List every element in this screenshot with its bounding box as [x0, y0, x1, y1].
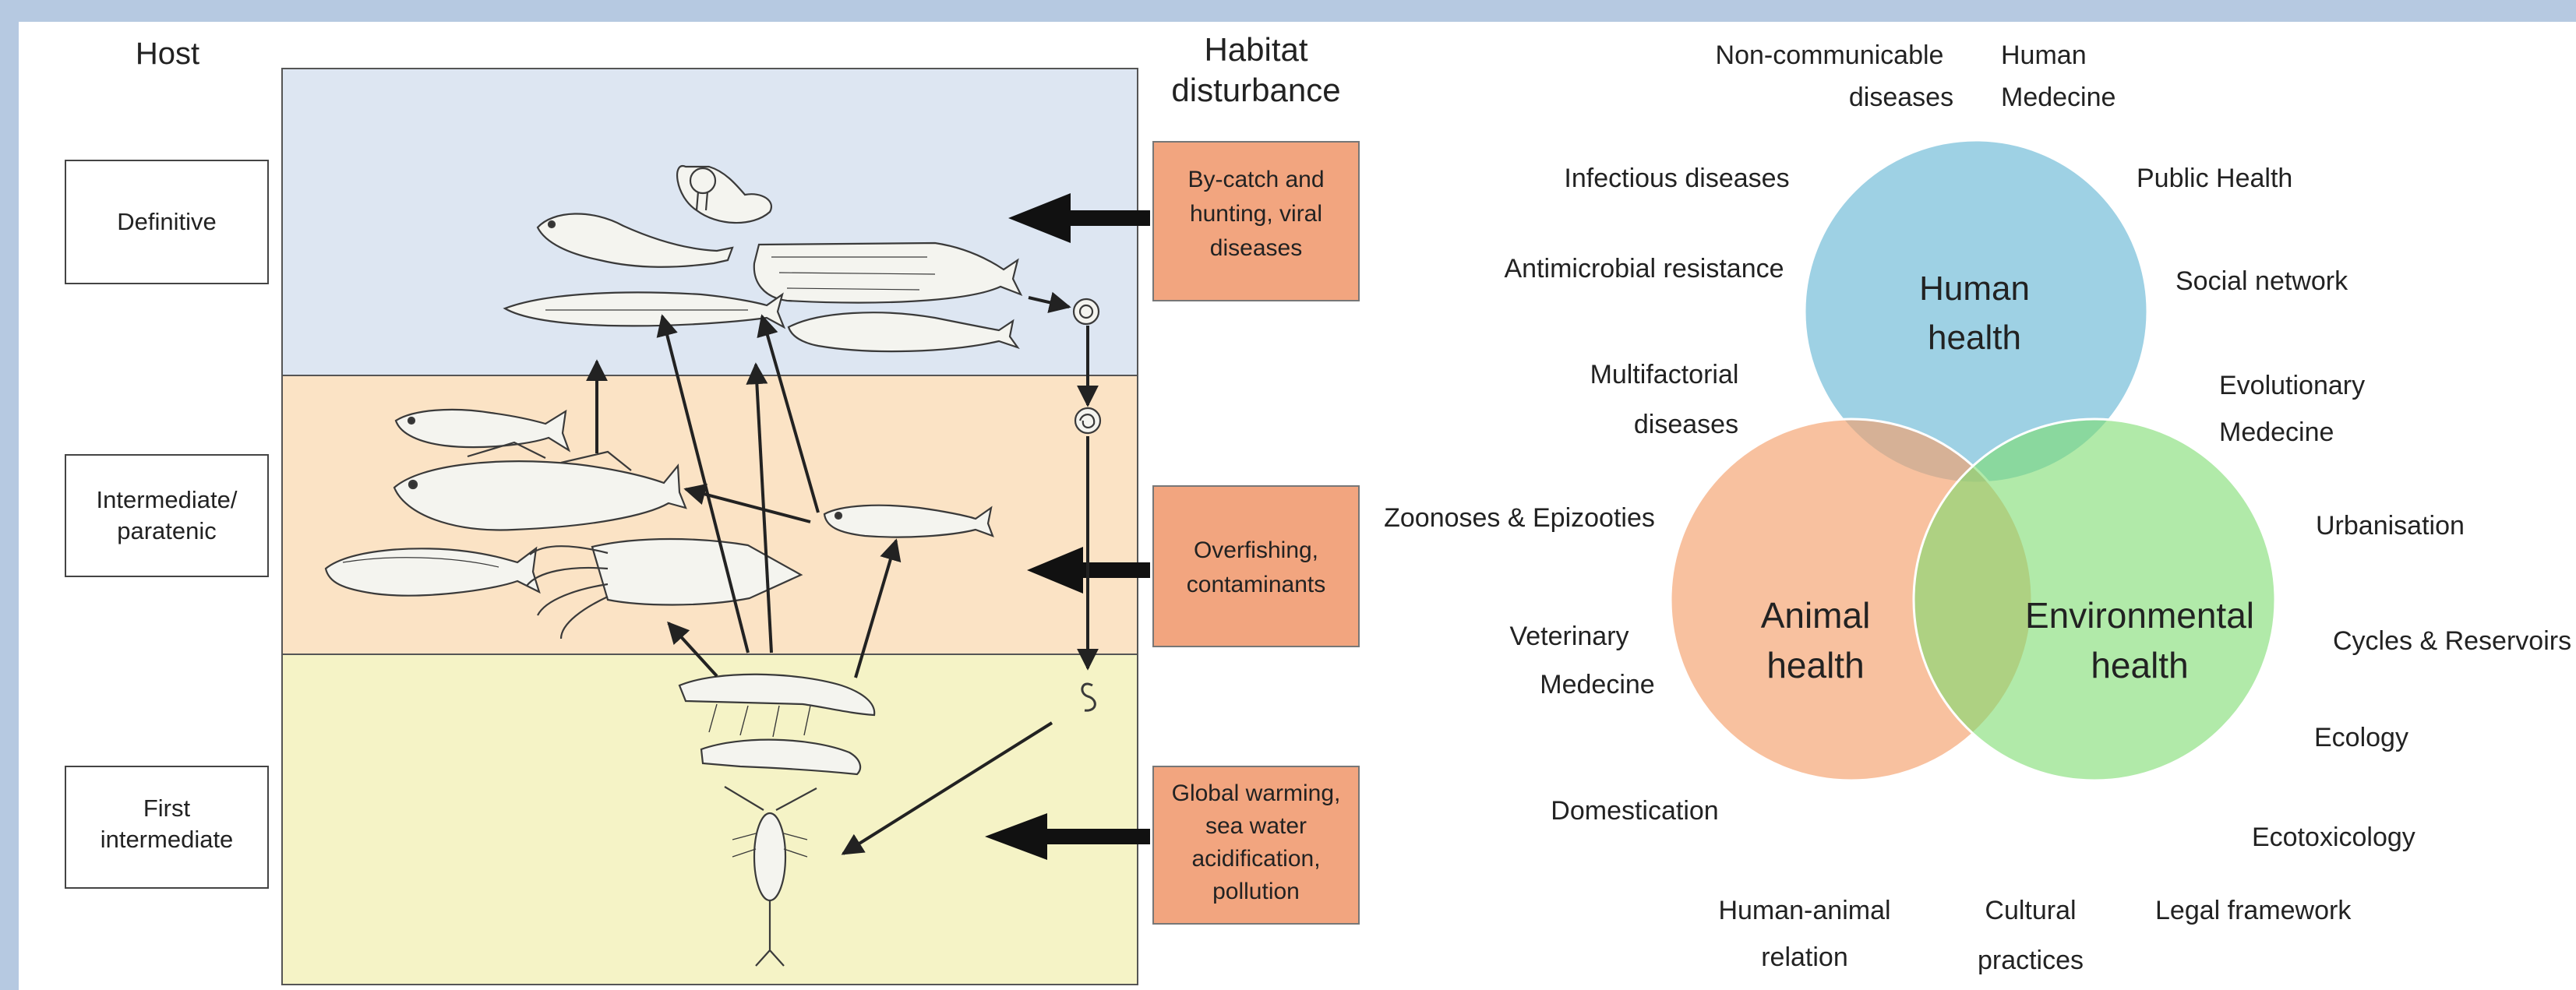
label-veterinary-line-2: Medecine	[1540, 670, 1654, 699]
host-intermediate-line-2: paratenic	[117, 517, 217, 544]
disturbance-bottom-line-4: pollution	[1212, 879, 1300, 904]
disturbance-middle-line-2: contaminants	[1187, 572, 1325, 597]
label-human-medicine-line-1: Human	[2001, 41, 2087, 70]
label-infectious-diseases: Infectious diseases	[1564, 164, 1789, 193]
disturbance-box-middle: Overfishing, contaminants	[1153, 486, 1359, 646]
label-human-medicine-line-2: Medecine	[2001, 83, 2115, 112]
label-cultural-line-2: practices	[1978, 946, 2084, 975]
human-health-line-2: health	[1928, 319, 2021, 357]
label-veterinary-line-1: Veterinary	[1509, 622, 1629, 651]
label-ecology: Ecology	[2314, 723, 2408, 752]
label-evolutionary-line-2: Medecine	[2219, 417, 2334, 447]
label-urbanisation: Urbanisation	[2316, 511, 2465, 541]
label-noncommunicable-line-1: Non-communicable	[1716, 41, 1944, 70]
habitat-heading-line-1: Habitat	[1204, 31, 1307, 68]
host-first-line-1: First	[143, 794, 191, 822]
label-public-health: Public Health	[2137, 164, 2292, 193]
label-domestication: Domestication	[1551, 796, 1718, 826]
top-border	[0, 0, 2576, 22]
disturbance-top-line-2: hunting, viral	[1190, 201, 1322, 227]
human-health-line-1: Human	[1919, 270, 2030, 308]
label-human-animal-line-2: relation	[1761, 942, 1848, 972]
animal-health-line-2: health	[1766, 645, 1864, 685]
disturbance-box-top: By-catch and hunting, viral diseases	[1153, 142, 1359, 301]
parasite-egg	[1074, 299, 1099, 324]
zone-first-intermediate	[282, 654, 1138, 985]
host-first-line-2: intermediate	[101, 826, 234, 853]
host-box-intermediate: Intermediate/ paratenic	[65, 455, 268, 576]
left-border	[0, 0, 19, 990]
disturbance-top-line-3: diseases	[1210, 235, 1302, 261]
label-legal-framework: Legal framework	[2155, 896, 2352, 925]
label-antimicrobial-resistance: Antimicrobial resistance	[1504, 254, 1784, 284]
label-human-animal-line-1: Human-animal	[1718, 896, 1890, 925]
host-intermediate-line-1: Intermediate/	[97, 486, 238, 513]
habitat-heading-line-2: disturbance	[1171, 72, 1340, 108]
disturbance-bottom-line-2: sea water	[1205, 813, 1307, 839]
disturbance-box-bottom: Global warming, sea water acidification,…	[1153, 766, 1359, 924]
label-social-network: Social network	[2175, 266, 2348, 296]
animal-health-line-1: Animal	[1761, 595, 1871, 636]
label-evolutionary-line-1: Evolutionary	[2219, 371, 2365, 400]
life-cycle-panel: Host Habitat disturbance Definitive Inte…	[19, 22, 1387, 990]
one-health-panel: Human health Animal health Environmental…	[1384, 22, 2576, 990]
disturbance-middle-line-1: Overfishing,	[1194, 537, 1318, 563]
label-noncommunicable-line-2: diseases	[1849, 83, 1953, 112]
host-box-definitive: Definitive	[65, 160, 268, 284]
label-multifactorial-line-1: Multifactorial	[1590, 360, 1739, 389]
label-multifactorial-line-2: diseases	[1634, 410, 1738, 439]
label-ecotoxicology: Ecotoxicology	[2252, 823, 2415, 852]
host-heading: Host	[136, 37, 199, 71]
host-box-first: First intermediate	[65, 766, 268, 888]
disturbance-bottom-line-3: acidification,	[1191, 846, 1320, 872]
host-definitive-label: Definitive	[117, 208, 217, 235]
label-zoonoses: Zoonoses & Epizooties	[1384, 503, 1655, 533]
environmental-health-line-2: health	[2091, 645, 2188, 685]
environmental-health-line-1: Environmental	[2025, 595, 2254, 636]
label-cultural-line-1: Cultural	[1985, 896, 2076, 925]
disturbance-top-line-1: By-catch and	[1187, 167, 1324, 192]
label-cycles-reservoirs: Cycles & Reservoirs	[2333, 626, 2571, 656]
parasite-embryo	[1075, 408, 1100, 433]
disturbance-bottom-line-1: Global warming,	[1172, 780, 1341, 806]
